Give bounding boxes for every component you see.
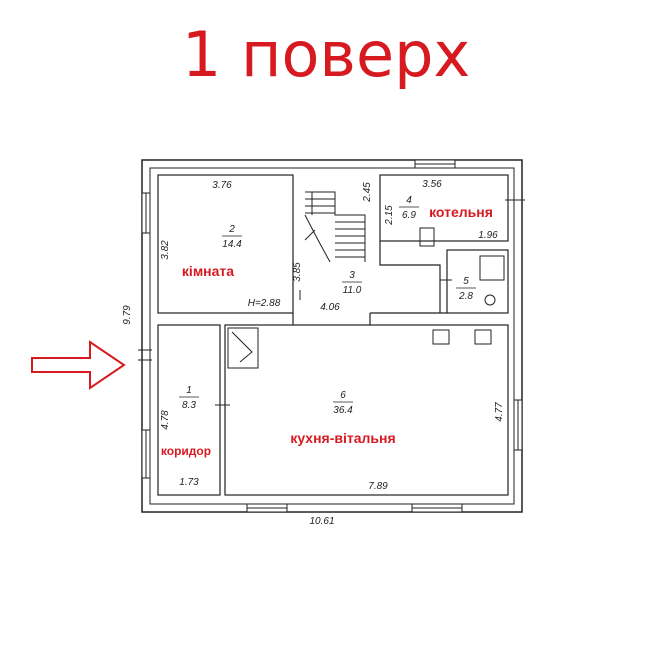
room-number: 2 [228,224,235,235]
dimension-label: 4.78 [160,410,171,430]
page-title: 1 поверх [181,18,471,91]
room-4: 3.56 2.15 4 6.9 котельня 1.96 [384,179,498,241]
dimension-label: 7.89 [368,481,388,492]
overall-dimensions: 9.79 10.61 [122,305,335,527]
sink-icon [432,329,450,345]
room-number: 1 [186,385,192,396]
room-area: 11.0 [343,285,362,296]
staircase [304,191,366,263]
ceiling-height: H=2.88 [248,298,281,309]
dimension-label: 1.96 [478,230,498,241]
room-name: котельня [429,204,493,220]
dimension-label: 3.76 [212,180,232,191]
room-5: 5 2.8 [456,276,476,302]
room-name: кухня-вітальня [290,430,395,446]
room-area: 8.3 [182,400,196,411]
room-number: 5 [463,276,469,287]
shower-icon [479,255,505,281]
room-number: 4 [406,195,412,206]
stove-icon [227,327,259,369]
room-area: 2.8 [458,291,473,302]
room-3: 2.45 3.85 3 11.0 4.06 [292,182,373,313]
room-number: 3 [349,270,355,281]
dimension-label: 4.06 [320,302,340,313]
fixtures [227,227,505,369]
dimension-label: 3.56 [422,179,442,190]
dimension-label: 2.45 [362,182,373,203]
overall-height: 9.79 [122,305,133,325]
room-6: 6 36.4 кухня-вітальня 4.77 7.89 [290,390,505,492]
dimension-label: 3.82 [160,240,171,260]
room-area: 6.9 [402,210,416,221]
room-1: 1 8.3 4.78 коридор 1.73 [160,385,211,488]
windows [141,159,523,513]
dimension-label: 3.85 [292,262,303,282]
interior-walls [157,174,509,496]
toilet-icon [484,294,496,306]
room-2: 3.76 3.82 2 14.4 кімната H=2.88 [160,180,281,309]
dimension-label: 2.15 [384,205,395,226]
door-marks [138,199,525,406]
entrance-arrow-icon [31,340,126,390]
room-area: 36.4 [333,405,353,416]
overall-width: 10.61 [309,516,334,527]
dimension-label: 1.73 [179,477,199,488]
outer-walls [141,159,523,513]
room-area: 14.4 [222,239,242,250]
room-name: коридор [161,444,211,458]
room-name: кімната [182,263,234,279]
boiler-icon [419,227,435,247]
room-number: 6 [340,390,346,401]
dimension-label: 4.77 [494,402,505,422]
